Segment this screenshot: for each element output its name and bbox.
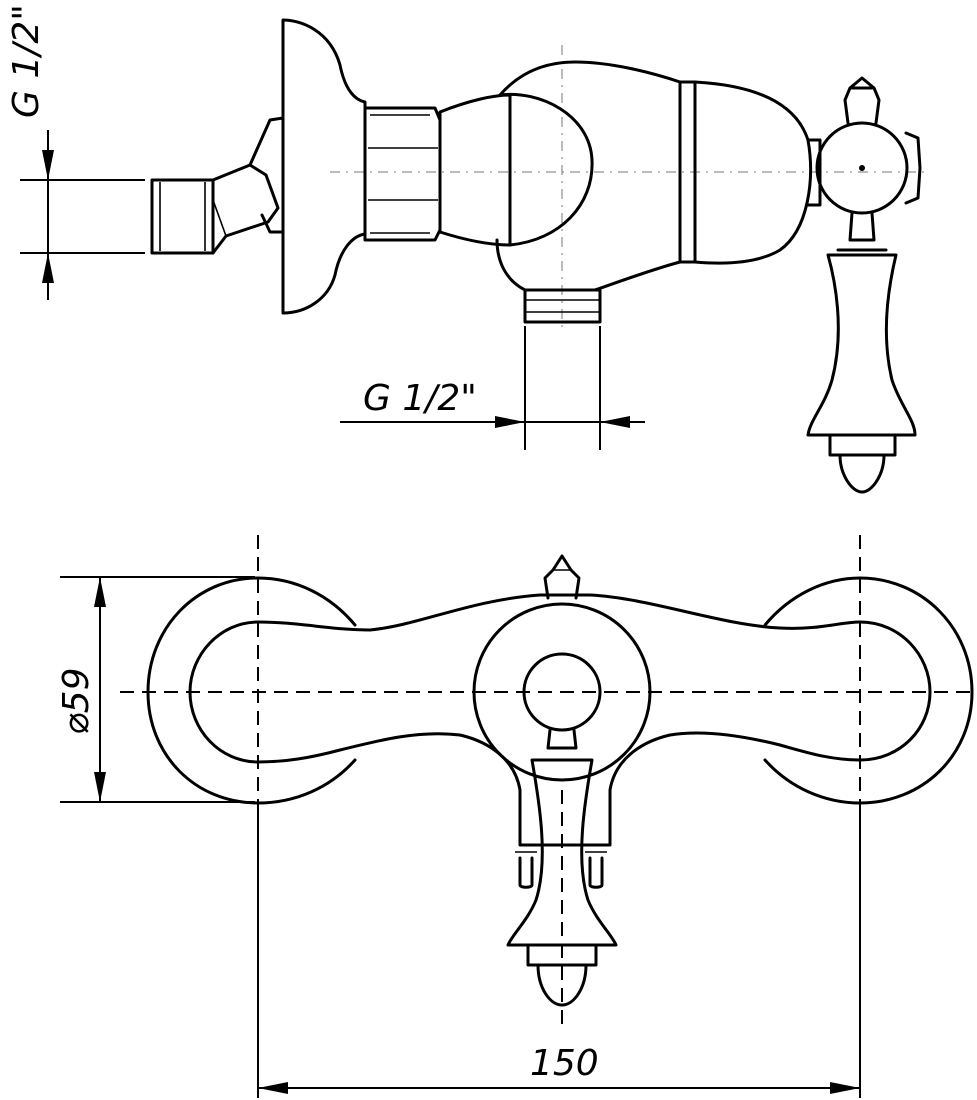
dim-center-distance: 150 bbox=[257, 805, 861, 1098]
spindle-boss bbox=[522, 652, 602, 732]
inlet-thread-label: G 1/2" bbox=[6, 4, 47, 118]
dim-outlet-thread: G 1/2" bbox=[340, 326, 645, 450]
side-handle bbox=[806, 76, 922, 494]
body-dome bbox=[693, 80, 813, 265]
dim-flange-diameter: ⌀59 bbox=[56, 576, 255, 803]
left-stop-nozzle bbox=[518, 856, 534, 889]
central-ring bbox=[472, 602, 652, 782]
dim-inlet-thread: G 1/2" bbox=[6, 4, 145, 300]
right-stop-nozzle bbox=[588, 856, 604, 889]
flange-diameter-label: ⌀59 bbox=[56, 668, 97, 735]
outlet-thread bbox=[523, 288, 602, 324]
outlet-thread-label: G 1/2" bbox=[363, 378, 477, 419]
inlet-thread-pipe bbox=[150, 178, 215, 255]
front-body bbox=[188, 593, 932, 847]
front-view: ⌀59 150 bbox=[56, 535, 977, 1098]
hex-nut bbox=[363, 106, 442, 242]
eccentric-elbow bbox=[211, 163, 280, 255]
body-front-curve bbox=[498, 92, 594, 247]
body-neck bbox=[438, 93, 512, 247]
right-flange bbox=[763, 576, 974, 805]
side-view: G 1/2" G 1/2" bbox=[6, 4, 925, 494]
front-handle bbox=[506, 728, 618, 1007]
top-finial bbox=[543, 554, 581, 600]
body-ring bbox=[678, 80, 697, 264]
center-distance-label: 150 bbox=[530, 1043, 599, 1084]
left-flange bbox=[146, 576, 357, 805]
wall-flange bbox=[281, 18, 367, 315]
